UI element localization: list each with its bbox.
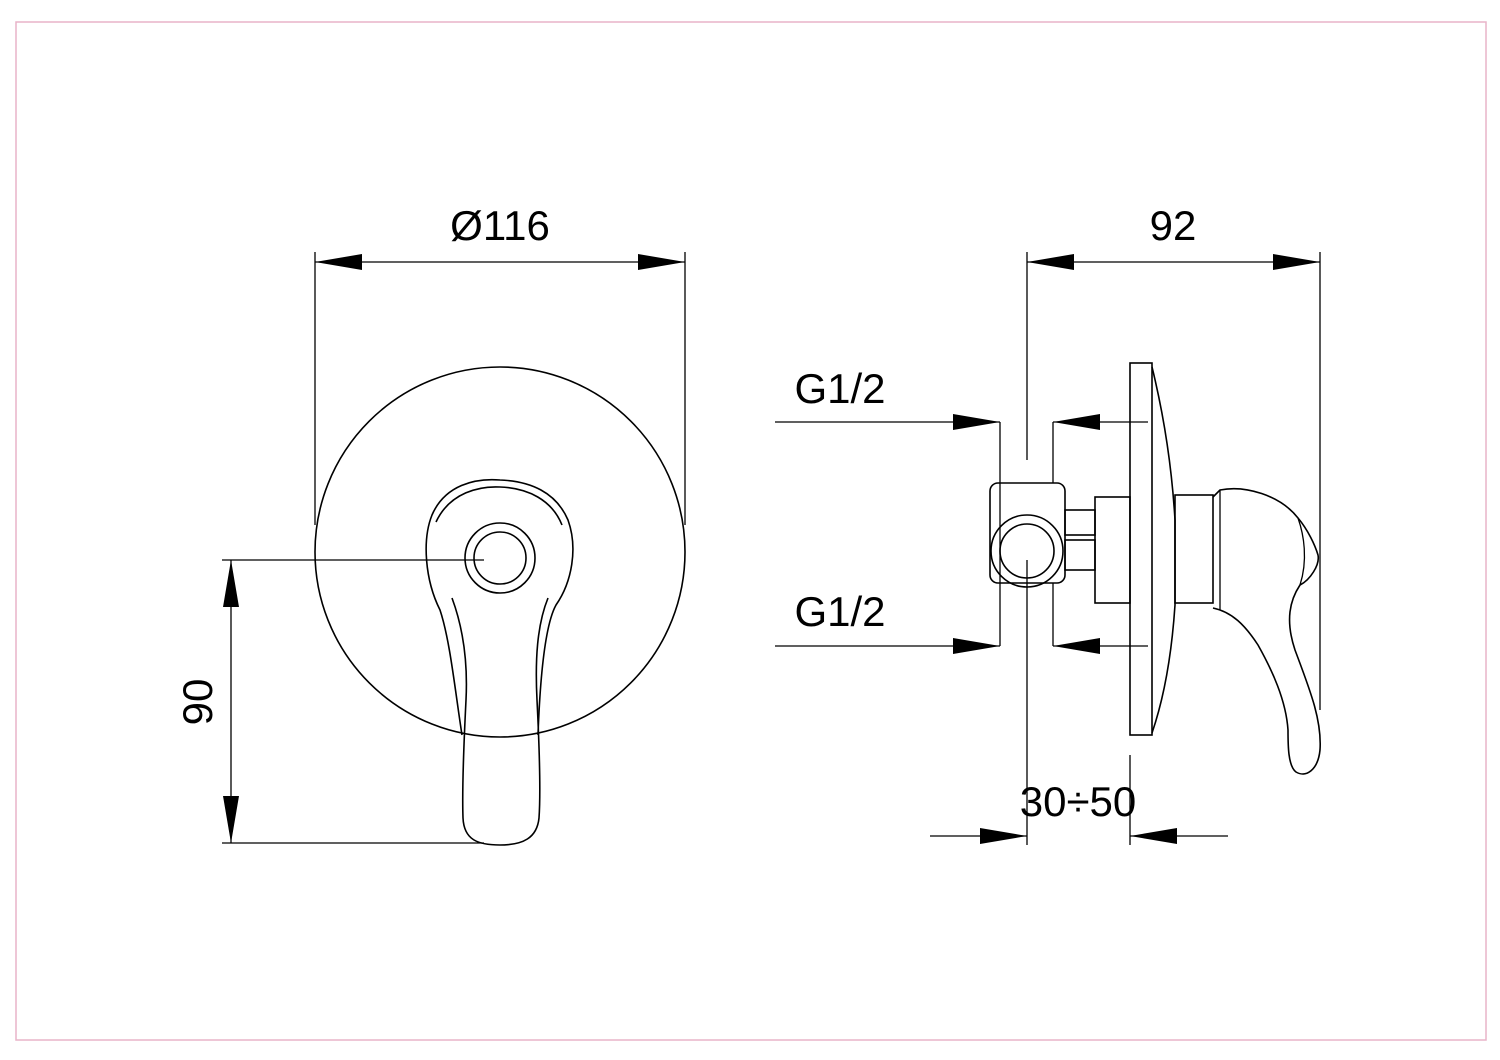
diameter-arrow-left [315, 254, 362, 270]
height-label: 90 [174, 679, 221, 726]
depth-arrow-right [1273, 254, 1320, 270]
front-view: Ø116 90 [174, 202, 686, 846]
valve-body [1094, 496, 1131, 604]
depth-arrow-left [1027, 254, 1074, 270]
lever-handle [451, 597, 549, 846]
inlet-top-arrow-left [953, 414, 1000, 430]
drawing-frame [15, 21, 1487, 1041]
spindle-outer-ring [464, 522, 536, 594]
valve-collar [1174, 494, 1214, 604]
cover-plate [314, 366, 686, 738]
inlet-bottom-arrow-right [1053, 638, 1100, 654]
recess-arrow-left [980, 828, 1027, 844]
plate-profile [1129, 362, 1153, 736]
side-view: 92 G1/2 G1/2 30÷50 [775, 202, 1322, 845]
diameter-label: Ø116 [450, 202, 550, 249]
lever-boss [425, 478, 574, 736]
inlet-top-label: G1/2 [794, 365, 885, 412]
lever-side-cap [1297, 517, 1306, 586]
plate-curve [1151, 366, 1176, 734]
lever-side-profile [1212, 487, 1322, 775]
recess-arrow-right [1130, 828, 1177, 844]
depth-label: 92 [1150, 202, 1197, 249]
inlet-bottom-label: G1/2 [794, 588, 885, 635]
inlet-top-arrow-right [1053, 414, 1100, 430]
diameter-arrow-right [638, 254, 685, 270]
connector-stem-bottom [1064, 539, 1096, 571]
connector-stem-top [1064, 509, 1096, 536]
inlet-bottom-arrow-left [953, 638, 1000, 654]
lever-boss-inner [435, 486, 563, 526]
height-arrow-top [223, 560, 239, 607]
spindle-inner-ring [473, 531, 527, 585]
recess-label: 30÷50 [1020, 778, 1136, 825]
height-arrow-bottom [223, 796, 239, 843]
